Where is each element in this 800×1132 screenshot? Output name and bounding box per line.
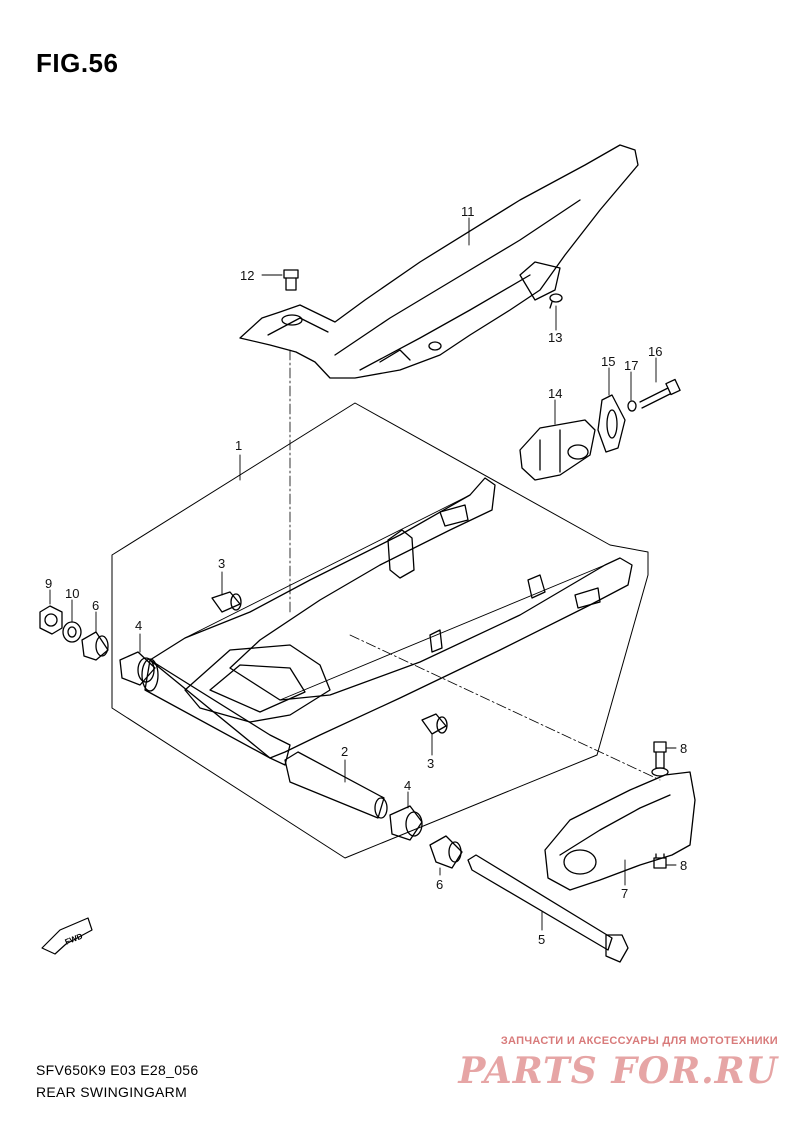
callout-6-right: 6 [436, 877, 443, 892]
swingarm-part [141, 477, 633, 766]
callout-7: 7 [621, 886, 628, 901]
callout-8-upper: 8 [680, 741, 687, 756]
callout-3-lower: 3 [427, 756, 434, 771]
washer-10-part [62, 621, 82, 643]
callout-13: 13 [548, 330, 562, 345]
fwd-arrow-icon: FWD [41, 917, 93, 955]
screw-13-part [549, 293, 563, 309]
plate-15-part [597, 394, 626, 453]
callout-4-left: 4 [135, 618, 142, 633]
bushing-3-lower-part [421, 713, 448, 735]
callout-3-upper: 3 [218, 556, 225, 571]
nut-9-part [39, 605, 63, 635]
figure-title: FIG.56 [36, 48, 119, 78]
callout-11: 11 [461, 204, 475, 219]
watermark-tagline: ЗАПЧАСТИ И АКСЕССУАРЫ ДЛЯ МОТОТЕХНИКИ [500, 1035, 778, 1047]
bracket-7-part [544, 771, 696, 891]
assembly-name: REAR SWINGINGARM [36, 1084, 188, 1100]
watermark-logo: PARTS FOR.RU [458, 1050, 778, 1092]
chain-case-part [239, 144, 639, 379]
bolt-12-part [283, 269, 299, 291]
bolt-8-upper-part [651, 741, 669, 777]
alignment-lines [289, 349, 661, 781]
callout-labels: 1 2 3 3 4 4 5 6 6 7 8 8 9 10 11 12 13 14… [45, 204, 687, 947]
callout-1: 1 [235, 438, 242, 453]
bolt-8-lower-part [653, 853, 667, 869]
bushing-3-upper-part [211, 591, 242, 613]
callout-6-left: 6 [92, 598, 99, 613]
chain-adjuster-14-part [519, 419, 596, 481]
leader-lines [49, 217, 677, 931]
pivot-shaft-5-part [467, 854, 629, 963]
callout-15: 15 [601, 354, 615, 369]
callout-9: 9 [45, 576, 52, 591]
callout-17: 17 [624, 358, 638, 373]
callout-5: 5 [538, 932, 545, 947]
callout-10: 10 [65, 586, 79, 601]
spacer-6-left-part [81, 631, 109, 661]
callout-14: 14 [548, 386, 562, 401]
model-code: SFV650K9 E03 E28_056 [36, 1062, 199, 1078]
callout-4-right: 4 [404, 778, 411, 793]
spacer-2-part [284, 751, 388, 819]
callout-2: 2 [341, 744, 348, 759]
bearing-4-right-part [389, 805, 423, 841]
bolt-16-part [639, 378, 681, 409]
callout-16: 16 [648, 344, 662, 359]
callout-8-lower: 8 [680, 858, 687, 873]
bearing-4-left-part [119, 651, 156, 686]
assembly-outline [111, 402, 649, 859]
washer-17-part [627, 400, 637, 412]
spacer-6-right-part [429, 835, 463, 869]
callout-12: 12 [240, 268, 254, 283]
